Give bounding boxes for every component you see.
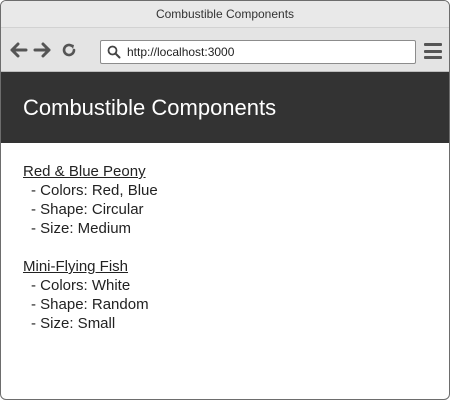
page-title: Combustible Components	[23, 94, 277, 120]
component-link[interactable]: Red & Blue Peony	[23, 163, 146, 180]
property-size: Size: Medium	[31, 219, 449, 238]
window-titlebar: Combustible Components	[1, 1, 449, 28]
window-title: Combustible Components	[155, 7, 295, 21]
reload-button[interactable]	[59, 40, 79, 60]
reload-icon	[62, 43, 76, 56]
list-item: Mini-Flying Fish Colors: White Shape: Ra…	[23, 257, 449, 333]
hamburger-menu-icon	[424, 43, 442, 46]
address-bar[interactable]	[100, 40, 416, 64]
property-colors: Colors: Red, Blue	[31, 181, 449, 200]
arrow-right-icon	[33, 42, 51, 57]
property-list: Colors: Red, Blue Shape: Circular Size: …	[23, 181, 449, 238]
property-shape: Shape: Circular	[31, 200, 449, 219]
property-size: Size: Small	[31, 314, 449, 333]
list-item: Red & Blue Peony Colors: Red, Blue Shape…	[23, 162, 449, 238]
browser-toolbar	[1, 28, 449, 72]
search-icon	[107, 45, 121, 59]
property-list: Colors: White Shape: Random Size: Small	[23, 276, 449, 333]
page-header: Combustible Components	[1, 72, 449, 143]
arrow-left-icon	[10, 42, 28, 57]
property-colors: Colors: White	[31, 276, 449, 295]
url-input[interactable]	[127, 45, 407, 59]
component-link[interactable]: Mini-Flying Fish	[23, 258, 129, 275]
property-shape: Shape: Random	[31, 295, 449, 314]
component-list: Red & Blue Peony Colors: Red, Blue Shape…	[1, 143, 449, 333]
back-button[interactable]	[9, 40, 29, 60]
forward-button[interactable]	[32, 40, 52, 60]
menu-button[interactable]	[424, 43, 442, 59]
